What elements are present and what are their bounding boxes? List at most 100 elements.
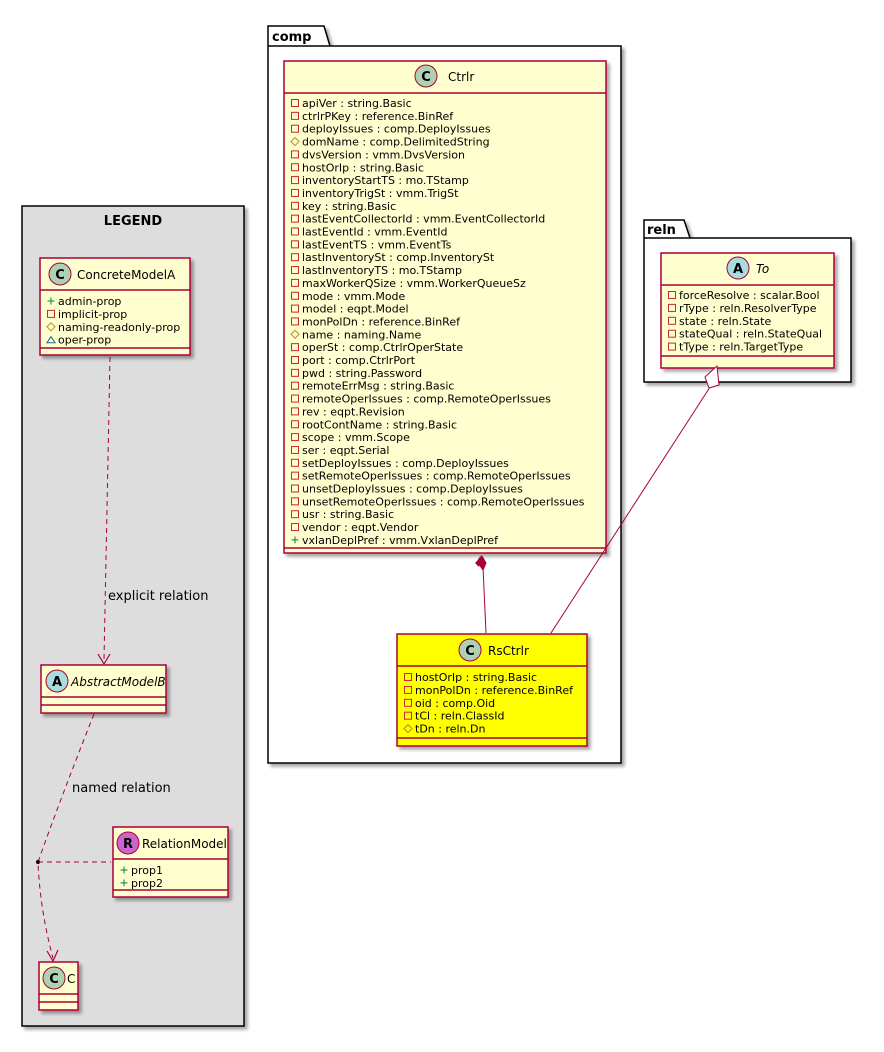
attribute-text: rootContName : string.Basic	[302, 418, 457, 431]
class-c: C C	[38, 961, 79, 1011]
private-visibility-icon	[668, 291, 676, 299]
attribute-text: oper-prop	[58, 334, 111, 347]
private-visibility-icon	[291, 317, 299, 326]
relation-circle-icon: R	[116, 831, 140, 855]
attribute-row: monPolDn : reference.BinRef	[404, 684, 574, 697]
attribute-row: unsetRemoteOperIssues : comp.RemoteOperI…	[291, 495, 585, 508]
private-visibility-icon	[291, 266, 299, 275]
attribute-text: tCl : reln.ClassId	[415, 710, 505, 723]
private-visibility-icon	[291, 407, 299, 416]
private-visibility-icon	[291, 240, 299, 249]
class-abstract-model-b: A AbstractModelB	[40, 664, 167, 714]
private-visibility-icon	[291, 394, 299, 403]
composition-diamond-icon	[477, 554, 487, 572]
attribute-text: ser : eqpt.Serial	[302, 444, 389, 457]
inheritance-triangle-icon	[704, 364, 720, 389]
class-name: ConcreteModelA	[77, 268, 176, 282]
circle-letter: C	[49, 972, 59, 987]
attribute-row: implicit-prop	[47, 308, 127, 321]
attribute-text: usr : string.Basic	[302, 508, 394, 521]
attribute-text: unsetDeployIssues : comp.DeployIssues	[302, 483, 523, 496]
private-visibility-icon	[291, 523, 299, 532]
private-visibility-icon	[291, 497, 299, 506]
attribute-text: oid : comp.Oid	[415, 697, 495, 710]
attribute-row: hostOrIp : string.Basic	[404, 671, 537, 684]
attribute-row: naming-readonly-prop	[46, 321, 180, 334]
generalization-rsctrlr-to	[550, 364, 720, 634]
package-visibility-icon	[46, 335, 56, 344]
attribute-text: forceResolve : scalar.Bool	[679, 289, 820, 302]
attribute-row: lastInventorySt : comp.InventorySt	[291, 251, 495, 264]
attribute-text: setDeployIssues : comp.DeployIssues	[302, 457, 509, 470]
protected-visibility-icon	[46, 322, 56, 332]
attribute-row: mode : vmm.Mode	[291, 290, 406, 303]
private-visibility-icon	[291, 176, 299, 185]
class-name: RsCtrlr	[488, 644, 529, 658]
attribute-text: rev : eqpt.Revision	[302, 405, 405, 418]
attribute-text: inventoryTrigSt : vmm.TrigSt	[302, 187, 459, 200]
class-circle-icon: C	[458, 638, 482, 662]
attribute-row: tType : reln.TargetType	[668, 341, 803, 354]
private-visibility-icon	[668, 316, 676, 325]
private-visibility-icon	[404, 698, 412, 707]
attribute-row: monPolDn : reference.BinRef	[291, 315, 461, 328]
private-visibility-icon	[291, 484, 299, 493]
attribute-text: monPolDn : reference.BinRef	[415, 684, 574, 697]
attribute-row: key : string.Basic	[291, 200, 396, 213]
attribute-text: admin-prop	[58, 295, 121, 308]
attribute-text: model : eqpt.Model	[302, 303, 409, 316]
private-visibility-icon	[291, 163, 299, 172]
attribute-row: oper-prop	[46, 334, 111, 347]
attribute-row: hostOrIp : string.Basic	[291, 161, 424, 174]
private-visibility-icon	[291, 433, 299, 442]
private-visibility-icon	[291, 381, 299, 390]
attribute-text: unsetRemoteOperIssues : comp.RemoteOperI…	[302, 495, 585, 508]
circle-letter: R	[123, 837, 133, 852]
attribute-text: name : naming.Name	[302, 328, 422, 341]
private-visibility-icon	[291, 343, 299, 352]
attribute-row: remoteErrMsg : string.Basic	[291, 380, 454, 393]
attribute-list: admin-propimplicit-propnaming-readonly-p…	[46, 295, 180, 347]
attribute-row: scope : vmm.Scope	[291, 431, 410, 444]
attribute-row: forceResolve : scalar.Bool	[668, 289, 820, 302]
attribute-text: inventoryStartTS : mo.TStamp	[302, 174, 469, 187]
private-visibility-icon	[291, 201, 299, 210]
private-visibility-icon	[291, 111, 299, 120]
attribute-row: admin-prop	[47, 295, 121, 308]
public-visibility-icon	[120, 879, 128, 887]
attribute-row: lastInventoryTS : mo.TStamp	[291, 264, 462, 277]
attribute-row: ctrlrPKey : reference.BinRef	[291, 110, 454, 123]
attribute-text: lastEventTS : vmm.EventTs	[302, 238, 452, 251]
attribute-text: stateQual : reln.StateQual	[679, 328, 822, 341]
attribute-row: lastEventTS : vmm.EventTs	[291, 238, 452, 251]
private-visibility-icon	[291, 368, 299, 377]
attribute-text: naming-readonly-prop	[58, 321, 180, 334]
attribute-text: remoteOperIssues : comp.RemoteOperIssues	[302, 393, 551, 406]
named-relation-label: named relation	[72, 781, 171, 796]
attribute-row: stateQual : reln.StateQual	[668, 328, 822, 341]
attribute-row: usr : string.Basic	[291, 508, 394, 521]
attribute-text: prop2	[131, 877, 163, 890]
attribute-text: monPolDn : reference.BinRef	[302, 315, 461, 328]
attribute-row: lastEventId : vmm.EventId	[291, 226, 447, 239]
class-name: AbstractModelB	[70, 675, 166, 689]
attribute-row: operSt : comp.CtrlrOperState	[291, 341, 463, 354]
abstract-circle-icon: A	[726, 256, 750, 280]
private-visibility-icon	[668, 342, 676, 351]
attribute-row: deployIssues : comp.DeployIssues	[291, 123, 491, 136]
class-rsctrlr: C RsCtrlr hostOrIp : string.BasicmonPolD…	[396, 633, 588, 747]
private-visibility-icon	[291, 227, 299, 236]
private-visibility-icon	[291, 214, 299, 223]
private-visibility-icon	[291, 291, 299, 300]
private-visibility-icon	[668, 329, 676, 338]
private-visibility-icon	[291, 304, 299, 313]
class-name: C	[67, 972, 75, 986]
legend-title: LEGEND	[104, 214, 163, 229]
circle-letter: C	[55, 268, 65, 283]
private-visibility-icon	[291, 278, 299, 287]
attribute-text: prop1	[131, 864, 163, 877]
attribute-text: ctrlrPKey : reference.BinRef	[302, 110, 454, 123]
